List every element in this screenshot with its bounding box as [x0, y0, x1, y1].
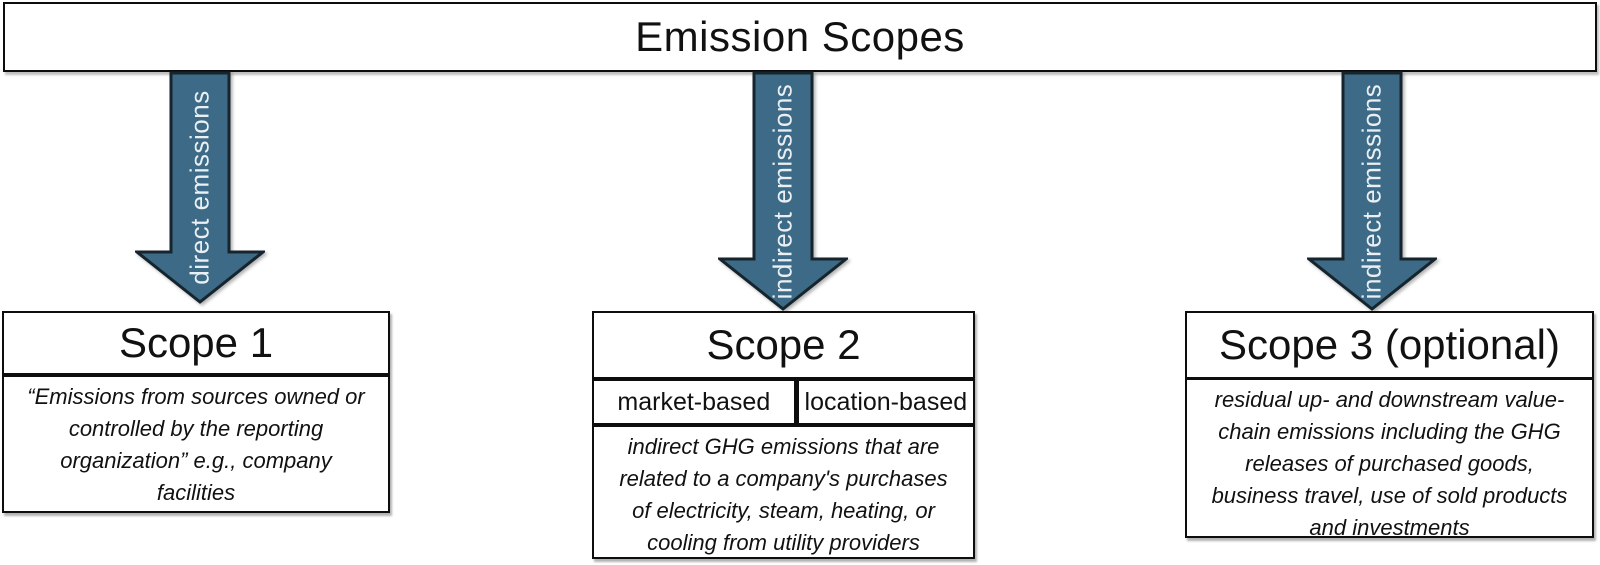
scope-1-box: Scope 1 “Emissions from sources owned or… — [2, 311, 390, 513]
arrow-indirect-emissions-scope3: indirect emissions — [1307, 71, 1437, 311]
down-arrow-icon — [135, 71, 265, 304]
scope-3-box: Scope 3 (optional) residual up- and down… — [1185, 311, 1594, 540]
arrow-indirect-emissions-scope2: indirect emissions — [718, 71, 848, 311]
banner-emission-scopes: Emission Scopes — [3, 2, 1597, 72]
down-arrow-icon — [1307, 71, 1437, 311]
arrow-label-indirect-scope2: indirect emissions — [767, 83, 798, 299]
scope-2-description: indirect GHG emissions that are related … — [619, 434, 948, 555]
location-based-cell: location-based — [804, 387, 968, 416]
scope-2-method-row: market-based location-based — [594, 381, 973, 427]
scope-3-title: Scope 3 (optional) — [1187, 313, 1592, 380]
scope-3-description: residual up- and downstream value-chain … — [1211, 387, 1568, 540]
scope-1-title: Scope 1 — [4, 313, 388, 377]
market-based-cell: market-based — [594, 381, 799, 423]
arrow-direct-emissions: direct emissions — [135, 71, 265, 304]
scope-2-box: Scope 2 market-based location-based indi… — [592, 311, 975, 559]
diagram-title: Emission Scopes — [635, 13, 965, 60]
down-arrow-icon — [718, 71, 848, 311]
arrow-label-indirect-scope3: indirect emissions — [1356, 83, 1387, 299]
scope-2-title: Scope 2 — [594, 313, 973, 381]
arrow-label-direct: direct emissions — [184, 90, 215, 285]
scope-1-description: “Emissions from sources owned or control… — [27, 384, 365, 505]
